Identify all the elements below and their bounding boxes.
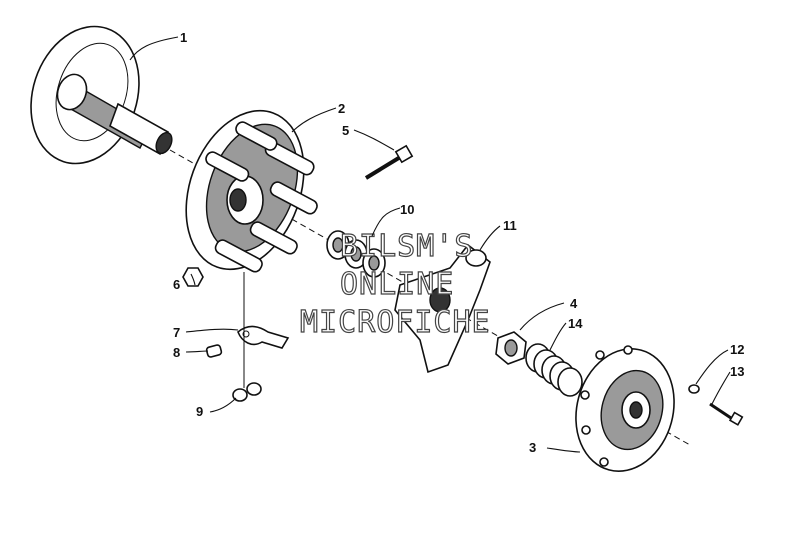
watermark-line-1: BILSM'S [340, 229, 473, 264]
watermark-line-2: ONLINE [340, 267, 454, 302]
callout-11: 11 [503, 218, 517, 233]
callout-2: 2 [338, 101, 345, 116]
part-7-arm[interactable] [237, 325, 290, 349]
callout-13: 13 [730, 364, 744, 379]
part-12-washer[interactable] [688, 384, 700, 394]
part-10-bushings[interactable] [326, 230, 386, 278]
part-1-fixed-sheave[interactable] [14, 12, 175, 177]
callout-12: 12 [730, 342, 744, 357]
part-9-washers[interactable] [232, 382, 262, 402]
part-4-nut[interactable] [495, 331, 527, 365]
callout-10: 10 [400, 202, 414, 217]
part-2-movable-sheave[interactable] [165, 94, 324, 286]
part-14-spring[interactable] [525, 343, 583, 397]
callout-8: 8 [173, 345, 180, 360]
leader-lines [129, 36, 731, 453]
callout-7: 7 [173, 325, 180, 340]
callout-3: 3 [529, 440, 536, 455]
callout-6: 6 [173, 277, 180, 292]
part-8-pin[interactable] [205, 344, 223, 358]
callout-5: 5 [342, 123, 349, 138]
watermark: BILSM'S ONLINE MICROFICHE [299, 228, 491, 340]
callout-1: 1 [180, 30, 187, 45]
callout-4: 4 [570, 296, 578, 311]
callout-9: 9 [196, 404, 203, 419]
part-11-spider[interactable] [394, 243, 491, 374]
callout-14: 14 [568, 316, 583, 331]
part-13-bolt[interactable] [709, 402, 744, 426]
part-3-cover[interactable] [563, 338, 688, 483]
part-5-bolt[interactable] [364, 144, 414, 180]
watermark-line-3: MICROFICHE [300, 305, 491, 340]
callouts: 1 2 5 10 11 6 7 8 9 4 14 3 12 13 [173, 30, 744, 455]
